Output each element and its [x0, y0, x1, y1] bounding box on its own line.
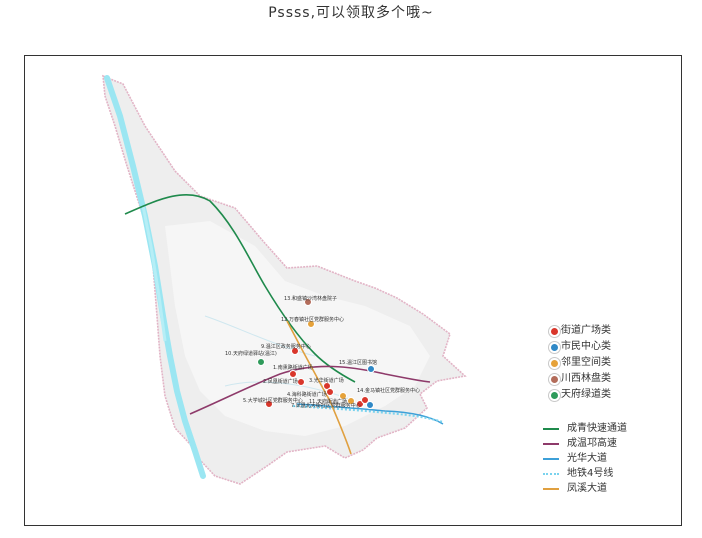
site-15-label: 15.温江区图书馆 [339, 359, 377, 366]
site-4-label: 4.海科路街道广场 [287, 391, 327, 398]
legend-category-label: 街道广场类 [561, 325, 611, 336]
legend-category-label: 天府绿道类 [561, 389, 611, 400]
legend-category-label: 市民中心类 [561, 341, 611, 352]
site-11-marker [361, 396, 369, 404]
legend-dot-icon [549, 358, 560, 369]
legend-line-icon [543, 473, 559, 475]
map-frame: 13.和盛镇沙湾林盘院子 12.万春镇社区党群服务中心 9.温江区政务服务中心 … [24, 55, 682, 526]
site-15-marker [367, 365, 375, 373]
legend-route-label: 成青快速通道 [567, 423, 627, 434]
site-2-label: 2.凤凰街道广场 [263, 378, 298, 385]
site-3-label: 3.光华街道广场 [309, 377, 344, 384]
site-10-label: 10.天府绿道驿站(温江) [225, 350, 277, 357]
site-10-marker [257, 358, 265, 366]
legend-line-icon [543, 488, 559, 490]
route-chengqing-expressway [124, 193, 356, 383]
route-chengwenqiong-highway [189, 365, 431, 415]
urban-region [165, 221, 430, 436]
site-5-label: 5.大学城社区党群服务中心 [243, 397, 303, 404]
legend-line-icon [543, 443, 559, 445]
site-7-marker [347, 397, 355, 405]
site-9-marker [291, 347, 299, 355]
district-map[interactable]: 13.和盛镇沙湾林盘院子 12.万春镇社区党群服务中心 9.温江区政务服务中心 … [25, 56, 681, 525]
legend-category-label: 川西林盘类 [561, 373, 611, 384]
site-2-marker [297, 378, 305, 386]
legend-route-label: 凤溪大道 [567, 483, 607, 494]
site-1-marker [289, 370, 297, 378]
site-6-marker [339, 392, 347, 400]
legend-line-icon [543, 458, 559, 460]
site-7-label: 7.凤凰北大街社区党群服务中心 [291, 402, 361, 409]
site-5-marker [265, 400, 273, 408]
legend-dot-icon [549, 326, 560, 337]
site-12-marker [307, 320, 315, 328]
site-13-marker [304, 298, 312, 306]
route-metro-line-4 [292, 405, 444, 423]
legend-category-label: 邻里空间类 [561, 357, 611, 368]
legend-route-label: 光华大道 [567, 453, 607, 464]
site-9-label: 9.温江区政务服务中心 [261, 343, 311, 350]
route-guanghua-avenue [296, 403, 444, 425]
page-caption: Pssss,可以领取多个哦~ [268, 5, 434, 21]
legend-line-icon [543, 428, 559, 430]
legend-dot-icon [549, 390, 560, 401]
site-11-label: 11.天府街道广场 [309, 398, 347, 405]
legend-dot-icon [549, 374, 560, 385]
river-branch [141, 205, 167, 342]
site-13-label: 13.和盛镇沙湾林盘院子 [284, 295, 337, 302]
site-1-label: 1.南熏路街道广场 [273, 364, 313, 371]
site-4-marker [326, 388, 334, 396]
route-fengxi-avenue [286, 320, 352, 455]
site-12-label: 12.万春镇社区党群服务中心 [281, 316, 344, 323]
legend-route-label: 地铁4号线 [567, 468, 614, 479]
legend-route-label: 成温邛高速 [567, 438, 617, 449]
site-14-marker [366, 401, 374, 409]
site-markers [257, 298, 375, 409]
legend-dot-icon [549, 342, 560, 353]
site-14-label: 14.金马镇社区党群服务中心 [357, 387, 420, 394]
